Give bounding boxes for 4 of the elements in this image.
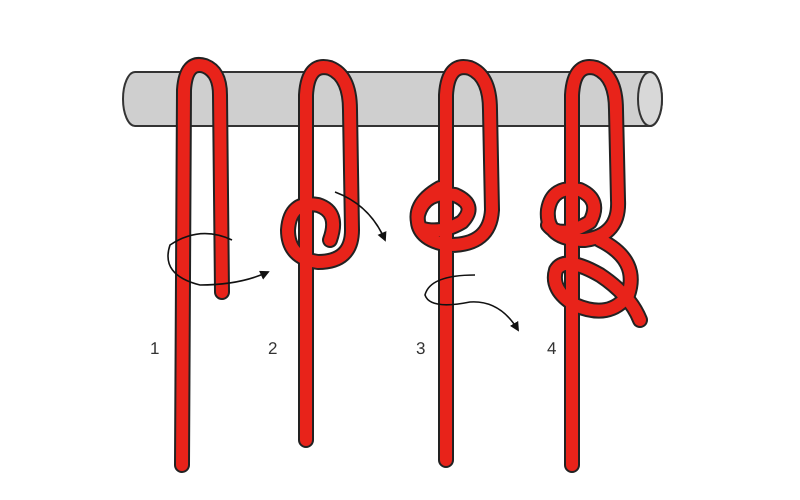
step-number: 2 xyxy=(268,340,278,357)
step-number: 3 xyxy=(416,340,426,357)
step-number: 4 xyxy=(547,340,556,357)
step-number: 1 xyxy=(150,340,160,357)
